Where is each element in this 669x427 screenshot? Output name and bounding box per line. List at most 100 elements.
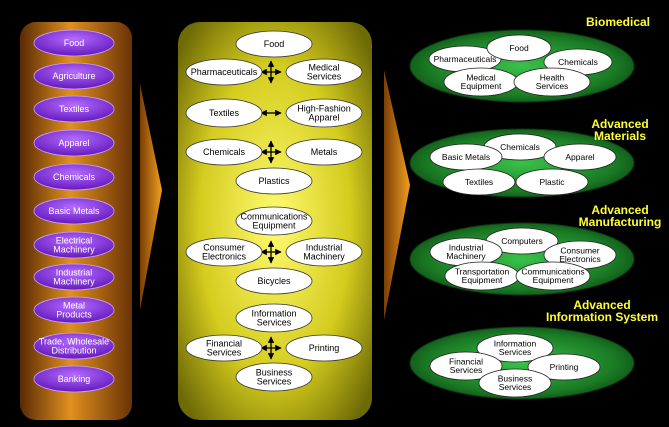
- left-item-shape: [33, 197, 115, 225]
- left-item-pill: Banking: [33, 365, 115, 393]
- left-item-label: Apparel: [58, 138, 89, 148]
- cluster-item-shape: [513, 67, 591, 97]
- middle-item-shape: [185, 334, 263, 362]
- cluster-item-shape: [478, 368, 552, 398]
- middle-item-node: Pharmaceuticals: [185, 58, 263, 86]
- flow-arrow-left: [140, 84, 162, 310]
- cluster-item-shape: [543, 143, 617, 171]
- cluster-item-label: Plastic: [539, 177, 565, 187]
- middle-item-label: Food: [264, 39, 285, 49]
- left-item-shape: [33, 263, 115, 291]
- middle-item-shape: [235, 30, 313, 58]
- left-item-shape: [33, 95, 115, 123]
- middle-item-shape: [185, 98, 263, 128]
- cluster: BiomedicalPharmaceuticalsFoodChemicalsMe…: [409, 15, 650, 103]
- middle-item-node: Food: [235, 30, 313, 58]
- left-item-pill: Chemicals: [33, 163, 115, 191]
- cluster-item-shape: [486, 34, 552, 62]
- left-item-pill: Apparel: [33, 129, 115, 157]
- cluster-item-node: Textiles: [442, 168, 516, 196]
- cluster-item-label: Chemicals: [500, 142, 540, 152]
- middle-item-node: Printing: [285, 334, 363, 362]
- left-item-shape: [33, 332, 115, 360]
- middle-item-node: Textiles: [185, 98, 263, 128]
- middle-item-node: Metals: [285, 138, 363, 166]
- cluster-item-node: Plastic: [515, 168, 589, 196]
- middle-item-label: Chemicals: [203, 147, 246, 157]
- left-item-label: Chemicals: [53, 172, 96, 182]
- middle-item-label: Bicycles: [257, 276, 291, 286]
- middle-item-shape: [235, 303, 313, 333]
- middle-item-label: Metals: [311, 147, 338, 157]
- middle-item-label: Textiles: [209, 108, 240, 118]
- middle-item-shape: [285, 98, 363, 128]
- cluster-item-label: Food: [509, 43, 529, 53]
- left-item-label: Textiles: [59, 104, 90, 114]
- middle-item-shape: [285, 334, 363, 362]
- middle-item-node: Chemicals: [185, 138, 263, 166]
- left-item-shape: [33, 62, 115, 90]
- left-item-label: Agriculture: [52, 71, 95, 81]
- cluster-item-shape: [476, 333, 554, 363]
- cluster-item-label: Chemicals: [558, 57, 598, 67]
- left-item-pill: Food: [33, 29, 115, 57]
- left-item-pill: Basic Metals: [33, 197, 115, 225]
- left-item-shape: [33, 365, 115, 393]
- cluster-item-node: Printing: [527, 353, 601, 381]
- cluster-item-label: Printing: [550, 362, 579, 372]
- left-item-label: Food: [64, 38, 85, 48]
- cluster-item-label: Basic Metals: [442, 152, 490, 162]
- cluster-item-node: Basic Metals: [429, 143, 503, 171]
- left-item-shape: [33, 163, 115, 191]
- middle-item-shape: [185, 237, 263, 267]
- middle-item-node: Bicycles: [235, 267, 313, 295]
- cluster-item-label: Computers: [501, 236, 543, 246]
- cluster-item-shape: [442, 168, 516, 196]
- middle-item-shape: [235, 362, 313, 392]
- left-item-list: FoodAgricultureTextilesApparelChemicalsB…: [33, 29, 115, 393]
- cluster-item-shape: [429, 351, 503, 381]
- left-item-shape: [33, 231, 115, 259]
- middle-item-node: Plastics: [235, 167, 313, 195]
- left-item-shape: [33, 296, 115, 324]
- cluster-item-node: Apparel: [543, 143, 617, 171]
- middle-item-shape: [235, 206, 313, 236]
- middle-item-shape: [185, 58, 263, 86]
